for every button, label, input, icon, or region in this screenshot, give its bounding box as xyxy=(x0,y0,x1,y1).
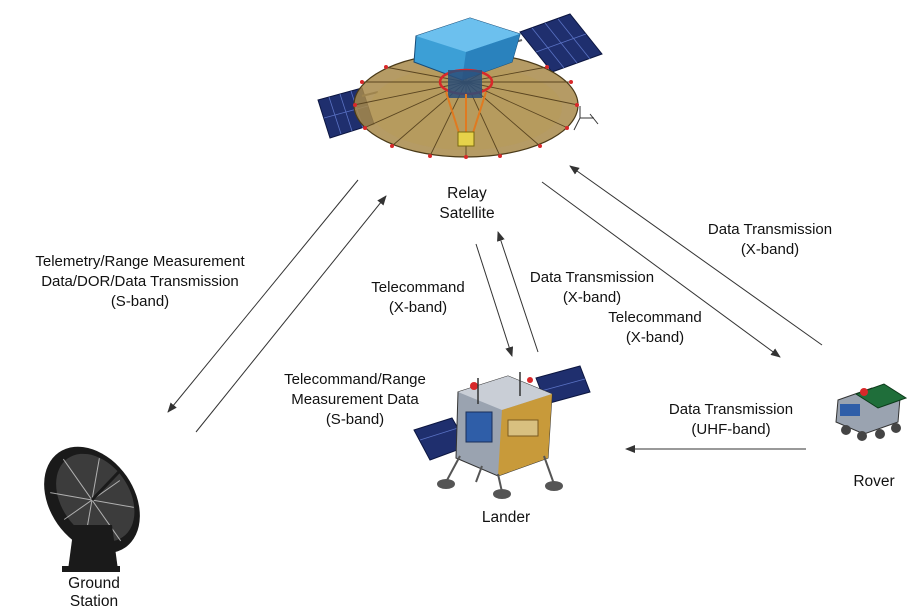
link-label-line: (UHF-band) xyxy=(691,421,771,438)
link-label-relay-to-ground: Telecommand/Range Measurement Data (S-ba… xyxy=(264,370,446,430)
link-label-line: (X-band) xyxy=(388,299,448,316)
link-label-line: Data Transmission xyxy=(529,269,655,286)
link-label-line: Measurement Data xyxy=(291,391,419,408)
link-label-line: (X-band) xyxy=(562,289,622,306)
lander-label: Lander xyxy=(466,508,546,528)
satellite-axes-glyph xyxy=(573,106,599,131)
link-label-line: Telecommand xyxy=(371,279,465,296)
arrow-lander-to-relay xyxy=(497,231,539,353)
satellite-feed-struts xyxy=(445,91,487,147)
rover-label: Rover xyxy=(842,472,906,492)
relay-satellite-icon xyxy=(317,13,603,159)
link-label-line: (X-band) xyxy=(625,329,685,346)
satellite-bus xyxy=(413,17,521,98)
arrow-relay-to-lander xyxy=(475,243,514,357)
link-label-line: Data/DOR/Data Transmission xyxy=(41,273,239,290)
link-label-relay-to-lander: Telecommand (X-band) xyxy=(360,278,476,318)
lander-label-text: Lander xyxy=(481,509,531,526)
satellite-solar-panel-right xyxy=(507,13,603,73)
link-label-line: Telemetry/Range Measurement xyxy=(35,253,245,270)
link-label-line: Telecommand/Range xyxy=(284,371,426,388)
arrow-ground-to-relay xyxy=(195,195,387,433)
link-label-ground-to-relay: Telemetry/Range Measurement Data/DOR/Dat… xyxy=(4,252,276,312)
arrow-rover-to-relay xyxy=(569,165,823,346)
relay-satellite-label-line1: Relay xyxy=(447,185,487,202)
rover-label-text: Rover xyxy=(853,473,895,490)
relay-satellite-label-line2: Satellite xyxy=(439,205,495,222)
link-label-line: (S-band) xyxy=(110,293,170,310)
link-label-rover-to-lander: Data Transmission (UHF-band) xyxy=(646,400,816,440)
link-label-line: (X-band) xyxy=(740,241,800,258)
link-label-line: (S-band) xyxy=(325,411,385,428)
link-label-relay-to-rover: Telecommand (X-band) xyxy=(590,308,720,348)
ground-station-label: Ground Station xyxy=(44,575,144,611)
lander-legs xyxy=(437,455,563,499)
relay-satellite-label: Relay Satellite xyxy=(424,184,510,224)
link-arrows xyxy=(167,165,823,453)
link-label-line: Data Transmission xyxy=(668,401,794,418)
link-label-line: Data Transmission xyxy=(707,221,833,238)
link-label-line: Telecommand xyxy=(608,309,702,326)
link-label-rover-to-relay: Data Transmission (X-band) xyxy=(684,220,856,260)
rover-icon xyxy=(835,383,908,441)
link-label-lander-to-relay: Data Transmission (X-band) xyxy=(512,268,672,308)
arrow-relay-to-rover xyxy=(541,181,781,358)
arrow-relay-to-ground xyxy=(167,179,359,413)
ground-station-label-line1: Ground xyxy=(68,575,120,592)
lander-icon xyxy=(413,365,591,499)
ground-station-label-line2: Station xyxy=(69,593,119,610)
lander-body xyxy=(455,372,553,477)
ground-station-dish-icon xyxy=(44,446,140,572)
